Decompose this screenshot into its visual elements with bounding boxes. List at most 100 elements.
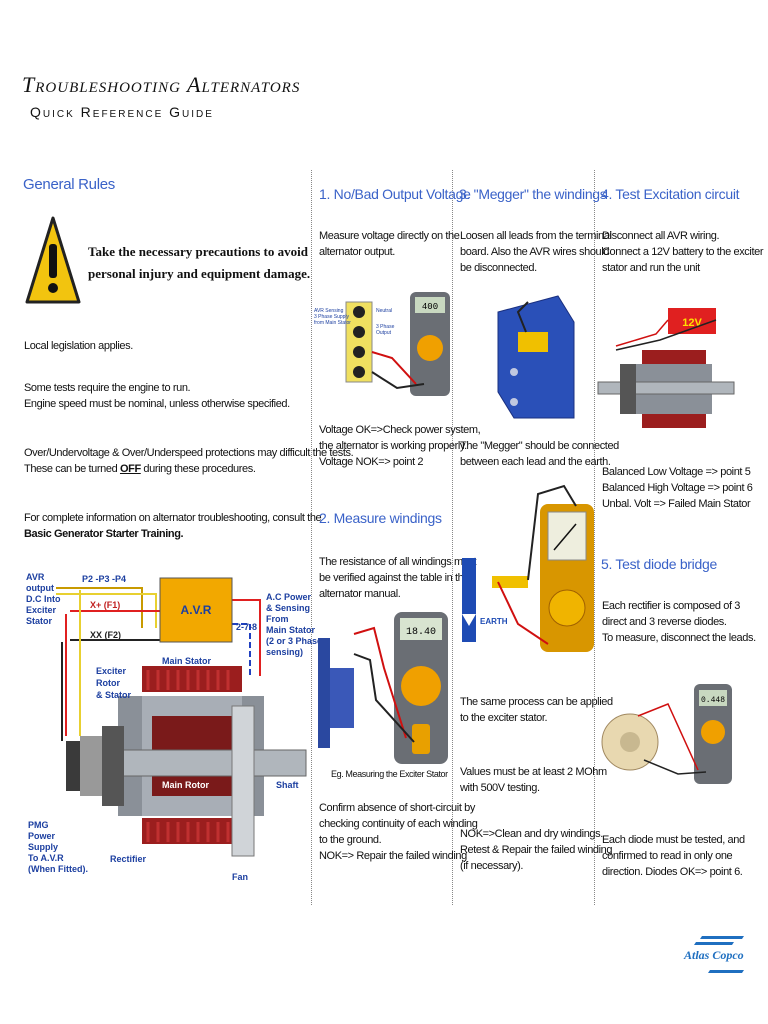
avr-output-label: output [26,583,54,593]
meter-display: 0.448 [701,696,725,705]
avr-output-label: Stator [26,616,53,626]
training-name: Basic Generator Starter Training. [24,528,184,540]
text-line: Measure voltage directly on the [319,230,460,242]
exciter-label: & Stator [96,690,132,700]
text-line: board. Also the AVR wires should [460,246,610,258]
text-line: Balanced High Voltage => point 6 [602,482,753,494]
section-4-intro: Disconnect all AVR wiring. Connect a 12V… [602,228,763,276]
fig-label: Output [376,330,392,336]
section-3-heading: 3. "Megger" the windings [459,186,607,202]
text-line: NOK=>Clean and dry windings. [460,828,603,840]
text-line: the alternator is working properly. [319,440,467,452]
fig-label: Neutral [376,308,392,314]
rule-line: Engine speed must be nominal, unless oth… [24,398,290,410]
megger-instructions: The "Megger" should be connected between… [460,438,619,470]
section-5-intro: Each rectifier is composed of 3 direct a… [602,598,756,646]
pmg-label: Power [28,831,56,841]
warning-line: Take the necessary precautions to avoid [88,244,308,259]
rule-text: These can be turned [24,463,120,475]
same-process-text: The same process can be applied to the e… [460,694,613,726]
fan-label: Fan [232,872,248,882]
nok-text: NOK=>Clean and dry windings. Retest & Re… [460,826,613,874]
text-line: Connect a 12V battery to the exciter [602,246,764,258]
text-line: Values must be at least 2 MOhm [460,766,607,778]
rule-text: during these procedures. [140,463,256,475]
ac-power-label: (2 or 3 Phase [266,636,322,646]
avr-output-label: D.C Into [26,594,61,604]
voltage-measure-figure: 400 AVR Sensing 3 Phase Supply from Main… [314,292,450,396]
main-rotor-label: Main Rotor [162,780,209,790]
warning-icon [25,216,81,304]
atlas-copco-logo: Atlas Copco [684,932,750,980]
pmg-label: (When Fitted). [28,864,88,874]
rule-line: Some tests require the engine to run. [24,382,191,394]
winding-measure-figure: 18.40 [318,612,448,764]
shaft-label: Shaft [276,780,299,790]
text-line: stator and run the unit [602,262,700,274]
section-1-heading: 1. No/Bad Output Voltage [319,186,471,202]
fig-label: AVR Sensing [314,308,344,314]
fig-label: 3 Phase Supply [314,314,350,320]
section-5-heading: 5. Test diode bridge [601,556,717,572]
rule-line: Over/Undervoltage & Over/Underspeed prot… [24,447,354,459]
text-line: alternator output. [319,246,395,258]
excitation-circuit-figure: 12V [597,308,735,428]
general-rules-heading: General Rules [23,176,115,193]
section-3-intro: Loosen all leads from the terminal board… [460,228,612,276]
alternator-diagram: A.V.R AVR output D.C Into Exciter Stator… [26,572,322,882]
page-title: Troubleshooting Alternators [22,72,301,97]
off-emphasis: OFF [119,463,141,475]
brand-name: Atlas Copco [684,948,744,962]
pmg-label: PMG [28,820,49,830]
rectifier-label: Rectifier [110,854,147,864]
text-line: The same process can be applied [460,696,613,708]
text-line: The "Megger" should be connected [460,440,619,452]
text-line: between each lead and the earth. [460,456,611,468]
logo-swoosh-icon [694,936,744,973]
diode-bridge-figure: 0.448 [601,684,732,784]
text-line: be verified against the table in the [319,572,470,584]
text-line: Retest & Repair the failed winding [460,844,613,856]
fig-label: from Main Stator [314,320,351,326]
exciter-label: Exciter [96,666,127,676]
xx-wire-label: XX (F2) [90,630,121,640]
ac-power-label: A.C Power [266,592,312,602]
text-line: to the exciter stator. [460,712,548,724]
text-line: Voltage OK=>Check power system, [319,424,481,436]
rule-line: These can be turned OFF during these pro… [24,461,353,477]
text-line: direction. Diodes OK=> point 6. [602,866,743,878]
p-wire-label: P2 -P3 -P4 [82,574,126,584]
section-2-intro: The resistance of all windings must be v… [319,554,477,602]
rule-training: For complete information on alternator t… [24,510,322,542]
pmg-label: To A.V.R [28,853,64,863]
text-line: Each rectifier is composed of 3 [602,600,741,612]
section-1-intro: Measure voltage directly on the alternat… [319,228,460,260]
section-1-result: Voltage OK=>Check power system, the alte… [319,422,481,470]
text-line: be disconnected. [460,262,537,274]
text-line: checking continuity of each winding [319,818,478,830]
text-line: with 500V testing. [460,782,540,794]
figure-caption: Eg. Measuring the Exciter Stator [331,769,448,779]
page-subtitle: Quick Reference Guide [30,104,214,120]
ac-power-label: Main Stator [266,625,316,635]
section-4-heading: 4. Test Excitation circuit [601,186,740,202]
pmg-label: Supply [28,842,58,852]
text-line: Unbal. Volt => Failed Main Stator [602,498,751,510]
sense-wire-label: 2-7-8 [236,622,257,632]
text-line: NOK=> Repair the failed winding [319,850,467,862]
fig-label: 3 Phase [376,324,395,330]
warning-text: Take the necessary precautions to avoid … [88,241,310,285]
values-text: Values must be at least 2 MOhm with 500V… [460,764,607,796]
meter-display: 400 [422,302,438,312]
text-line: alternator manual. [319,588,401,600]
section-2-heading: 2. Measure windings [319,510,442,526]
battery-label: 12V [682,317,702,329]
x-wire-label: X+ (F1) [90,600,120,610]
section-2-confirm: Confirm absence of short-circuit by chec… [319,800,478,864]
rule-engine: Some tests require the engine to run. En… [24,380,290,412]
text-line: The resistance of all windings must [319,556,477,568]
rule-protections: Over/Undervoltage & Over/Underspeed prot… [24,445,354,477]
text-line: Each diode must be tested, and [602,834,745,846]
text-line: Disconnect all AVR wiring. [602,230,720,242]
meter-display: 18.40 [406,627,436,638]
